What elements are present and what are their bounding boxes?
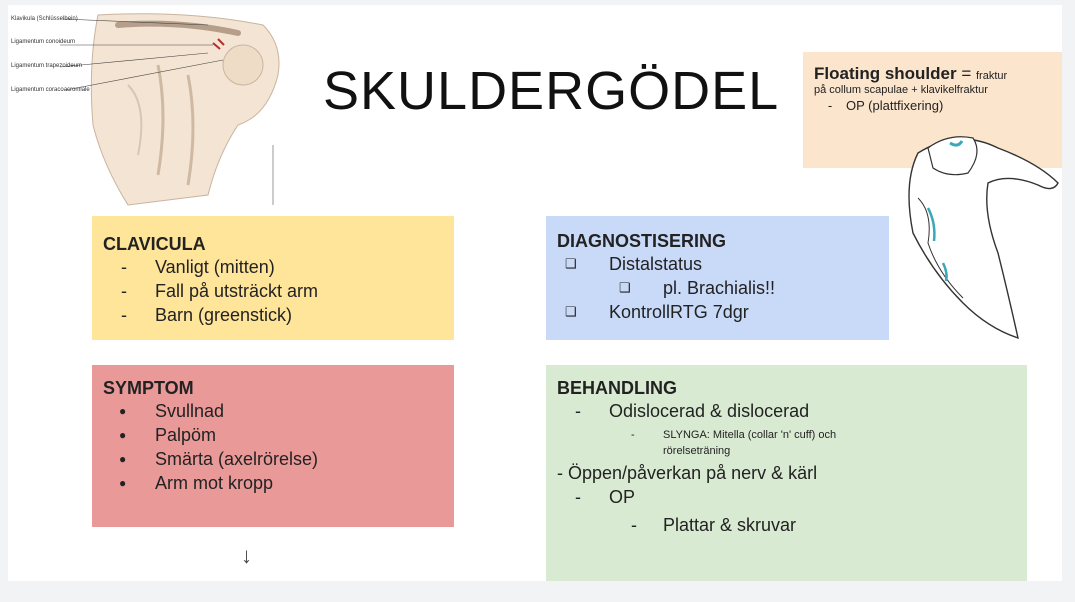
floating-line2: på collum scapulae + klavikelfraktur	[814, 84, 988, 96]
symptom-item-text: Smärta (axelrörelse)	[155, 449, 319, 469]
floating-dash: -	[827, 98, 833, 113]
dash-bullet: -	[631, 429, 635, 441]
slide-title: SKULDERGÖDEL	[323, 61, 780, 121]
diagnostisering-item: ❑ Distalstatus	[557, 252, 879, 276]
symptom-item-text: Palpöm	[155, 425, 217, 445]
behandling-item-text: - Öppen/påverkan på nerv & kärl	[557, 463, 818, 483]
symptom-box: SYMPTOM ● Svullnad ● Palpöm ● Smärta (axelr…	[92, 365, 454, 527]
clavicula-item-text: Barn (greenstick)	[155, 305, 293, 325]
symptom-title: SYMPTOM	[103, 378, 194, 398]
dot-bullet: ●	[119, 476, 127, 490]
behandling-item-text: OP	[609, 487, 636, 507]
checkbox-bullet: ❑	[565, 256, 577, 271]
checkbox-bullet: ❑	[619, 280, 631, 295]
floating-rest: fraktur	[975, 70, 1008, 82]
diagnostisering-subitem: ❑ pl. Brachialis!!	[557, 276, 879, 300]
clavicula-item-text: Vanligt (mitten)	[155, 257, 275, 277]
diagnostisering-box: DIAGNOSTISERING ❑ Distalstatus ❑ pl. Brach…	[546, 216, 889, 340]
floating-eq: =	[956, 64, 976, 83]
symptom-item: ● Palpöm	[103, 423, 444, 447]
behandling-subitem-cont: rörelseträning	[663, 445, 731, 457]
symptom-item-text: Svullnad	[155, 401, 225, 421]
behandling-box: BEHANDLING - Odislocerad & dislocerad - SL…	[546, 365, 1027, 581]
dash-bullet: -	[121, 281, 127, 301]
behandling-item: - Öppen/påverkan på nerv & kärl	[557, 461, 1017, 485]
dash-bullet: -	[631, 515, 637, 535]
floating-heading-text: Floating shoulder	[814, 64, 957, 83]
dash-bullet: -	[121, 257, 127, 277]
clavicula-item-text: Fall på utsträckt arm	[155, 281, 319, 301]
clavicula-item: - Vanligt (mitten)	[103, 255, 444, 279]
symptom-item-text: Arm mot kropp	[155, 473, 274, 493]
slide: Klavikula (Schlüsselbein) Ligamentum con…	[8, 5, 1062, 581]
behandling-item: - OP	[557, 485, 1017, 509]
symptom-item: ● Svullnad	[103, 399, 444, 423]
figure-label-conoideum: Ligamentum conoideum	[11, 39, 75, 45]
behandling-subitem: - Plattar & skruvar	[557, 513, 1017, 537]
diagnostisering-item: ❑ KontrollRTG 7dgr	[557, 300, 879, 324]
behandling-subitem: - SLYNGA: Mitella (collar 'n' cuff) och	[557, 427, 1017, 443]
floating-shoulder-heading: Floating shoulder = fraktur	[814, 64, 1061, 84]
floating-op-text: OP (plattfixering)	[846, 98, 944, 113]
figure-label-coracoacromiale: Ligamentum coracoacromiale	[11, 87, 90, 93]
down-arrow-icon: ↓	[241, 543, 252, 568]
behandling-item: - Odislocerad & dislocerad	[557, 399, 1017, 423]
diagnostisering-item-text: KontrollRTG 7dgr	[609, 302, 749, 322]
dash-bullet: -	[575, 401, 581, 421]
behandling-subitem-text: Plattar & skruvar	[663, 515, 797, 535]
dash-bullet: -	[575, 487, 581, 507]
symptom-item: ● Arm mot kropp	[103, 471, 444, 495]
behandling-subitem-text: SLYNGA: Mitella (collar 'n' cuff) och	[663, 429, 837, 441]
diagnostisering-item-text: Distalstatus	[609, 254, 703, 274]
behandling-item-text: Odislocerad & dislocerad	[609, 401, 810, 421]
behandling-title: BEHANDLING	[557, 378, 677, 398]
clavicula-item: - Fall på utsträckt arm	[103, 279, 444, 303]
symptom-item: ● Smärta (axelrörelse)	[103, 447, 444, 471]
figure-label-clavicle: Klavikula (Schlüsselbein)	[11, 16, 78, 22]
dot-bullet: ●	[119, 428, 127, 442]
clavicula-box: CLAVICULA - Vanligt (mitten) - Fall på uts…	[92, 216, 454, 340]
floating-line3: -OP (plattfixering)	[814, 97, 1061, 115]
clavicula-title: CLAVICULA	[103, 234, 206, 254]
checkbox-bullet: ❑	[565, 304, 577, 319]
shoulder-anatomy-figure: Klavikula (Schlüsselbein) Ligamentum con…	[11, 13, 280, 206]
dot-bullet: ●	[119, 404, 127, 418]
figure-label-trapezoideum: Ligamentum trapezoideum	[11, 63, 82, 69]
dash-bullet: -	[121, 305, 127, 325]
dot-bullet: ●	[119, 452, 127, 466]
clavicula-item: - Barn (greenstick)	[103, 303, 444, 327]
scapula-figure	[908, 136, 1059, 340]
diagnostisering-item-text: pl. Brachialis!!	[663, 278, 776, 298]
diagnostisering-title: DIAGNOSTISERING	[557, 231, 727, 251]
